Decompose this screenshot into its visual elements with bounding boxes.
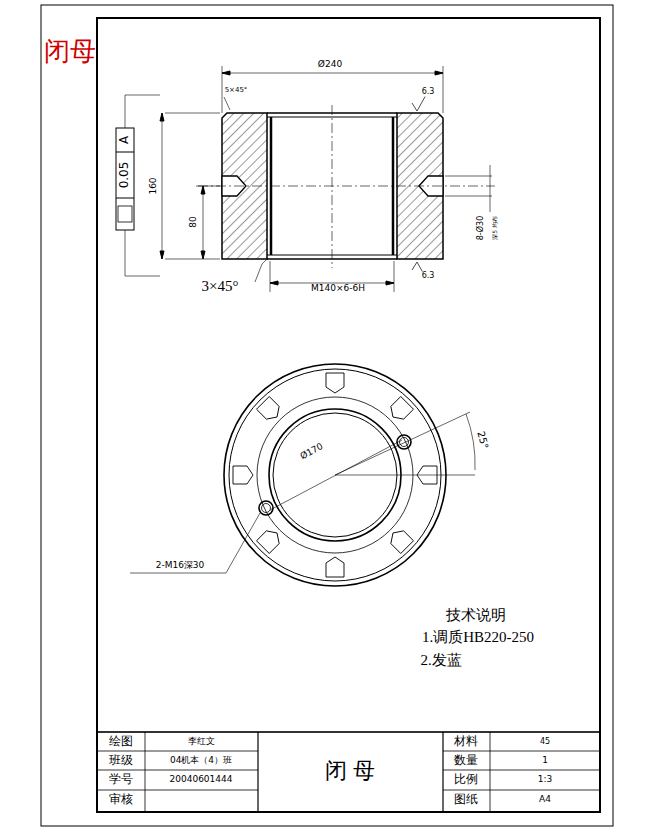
dimension-label: 80: [189, 215, 199, 228]
title-block-cell: 45: [540, 738, 550, 747]
dimension-label: 深5 均布: [492, 215, 499, 241]
title-block-cell: 比例: [454, 773, 478, 786]
dimension-label: 160: [149, 176, 159, 195]
title-block-cell: 数量: [454, 754, 478, 767]
technical-note: 2.发蓝: [420, 652, 461, 669]
title-block-cell: 20040601444: [170, 775, 233, 785]
title-block-cell: 审核: [109, 793, 133, 806]
dimension-label: 6.3: [421, 272, 436, 281]
title-block-cell: A4: [539, 795, 551, 805]
dimension-label: Ø170: [298, 441, 326, 462]
title-block-cell: 04机本（4）班: [170, 756, 232, 766]
title-block-cell: 图纸: [454, 793, 478, 806]
dimension-label: 5×45°: [224, 87, 249, 95]
dimension-label: 0.05: [118, 161, 131, 190]
dimension-label: Ø240: [317, 60, 343, 70]
title-block-cell: 1: [542, 756, 548, 766]
dimension-label: 8-Ø30: [477, 215, 486, 241]
title-block-cell: 学号: [109, 773, 133, 786]
dimension-label: 2-M16深30: [155, 561, 206, 571]
technical-note: 技术说明: [446, 607, 506, 624]
title-block-cell: 李红文: [188, 737, 215, 747]
dimension-label: M140×6-6H: [310, 284, 366, 294]
dimension-label: 25°: [475, 429, 491, 451]
title-block-cell: 1:3: [538, 775, 552, 785]
title-block-cell: 材料: [454, 735, 478, 748]
dimension-label: 3×45°: [201, 278, 240, 295]
dimension-label: 6.3: [421, 88, 436, 97]
title-block-cell: 班级: [109, 754, 133, 767]
sheet-title: 闭母: [44, 38, 96, 67]
dimension-label: A: [118, 135, 131, 145]
title-block-cell: 绘图: [109, 735, 133, 748]
technical-note: 1.调质HB220-250: [422, 629, 534, 646]
title-block-cell: 闭 母: [325, 759, 375, 783]
